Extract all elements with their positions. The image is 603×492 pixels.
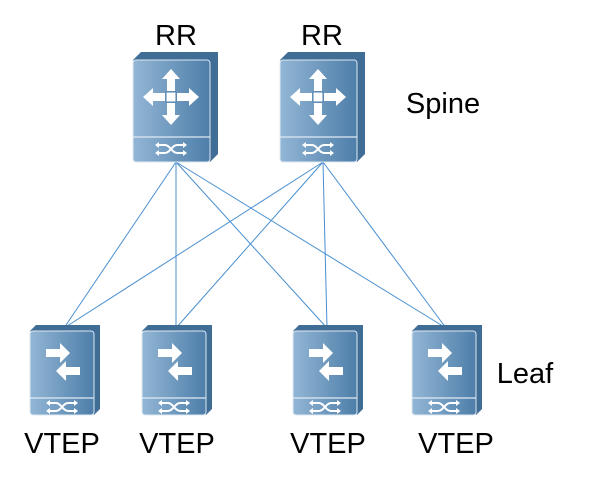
link-spine1-leaf3 (175, 161, 328, 329)
link-spine2-leaf4 (322, 161, 447, 329)
leaf-switch-4 (411, 325, 482, 416)
crossover-arrows-icon (306, 144, 330, 154)
link-spine2-leaf1 (63, 161, 324, 329)
links (63, 161, 447, 329)
leaf-switch-2 (141, 325, 212, 416)
four-way-arrows-icon (143, 69, 199, 125)
crossover-arrows-icon (313, 402, 337, 412)
crossover-arrows-icon (159, 144, 183, 154)
spine-layer-label: Spine (405, 88, 481, 120)
spine-1-rr-label: RR (155, 20, 197, 52)
spine-switch-1 (132, 52, 218, 163)
spine-switch-2 (279, 52, 365, 163)
leaf-switch-3 (292, 325, 363, 416)
bidirectional-arrows-icon (309, 343, 343, 381)
leaf-4-vtep-label: VTEP (418, 428, 494, 460)
leaf-3-vtep-label: VTEP (290, 428, 366, 460)
bidirectional-arrows-icon (46, 343, 80, 381)
leaf-switch-1 (29, 325, 100, 416)
link-spine2-leaf3 (322, 161, 328, 329)
bidirectional-arrows-icon (428, 343, 462, 381)
link-spine1-leaf1 (63, 161, 177, 329)
bidirectional-arrows-icon (158, 343, 192, 381)
crossover-arrows-icon (50, 402, 74, 412)
four-way-arrows-icon (290, 69, 346, 125)
devices (29, 52, 482, 416)
leaf-layer-label: Leaf (496, 358, 554, 390)
leaf-1-vtep-label: VTEP (24, 428, 100, 460)
link-spine2-leaf2 (175, 161, 324, 329)
crossover-arrows-icon (162, 402, 186, 412)
link-spine1-leaf4 (175, 161, 447, 329)
crossover-arrows-icon (432, 402, 456, 412)
spine-2-rr-label: RR (301, 20, 343, 52)
leaf-2-vtep-label: VTEP (139, 428, 215, 460)
